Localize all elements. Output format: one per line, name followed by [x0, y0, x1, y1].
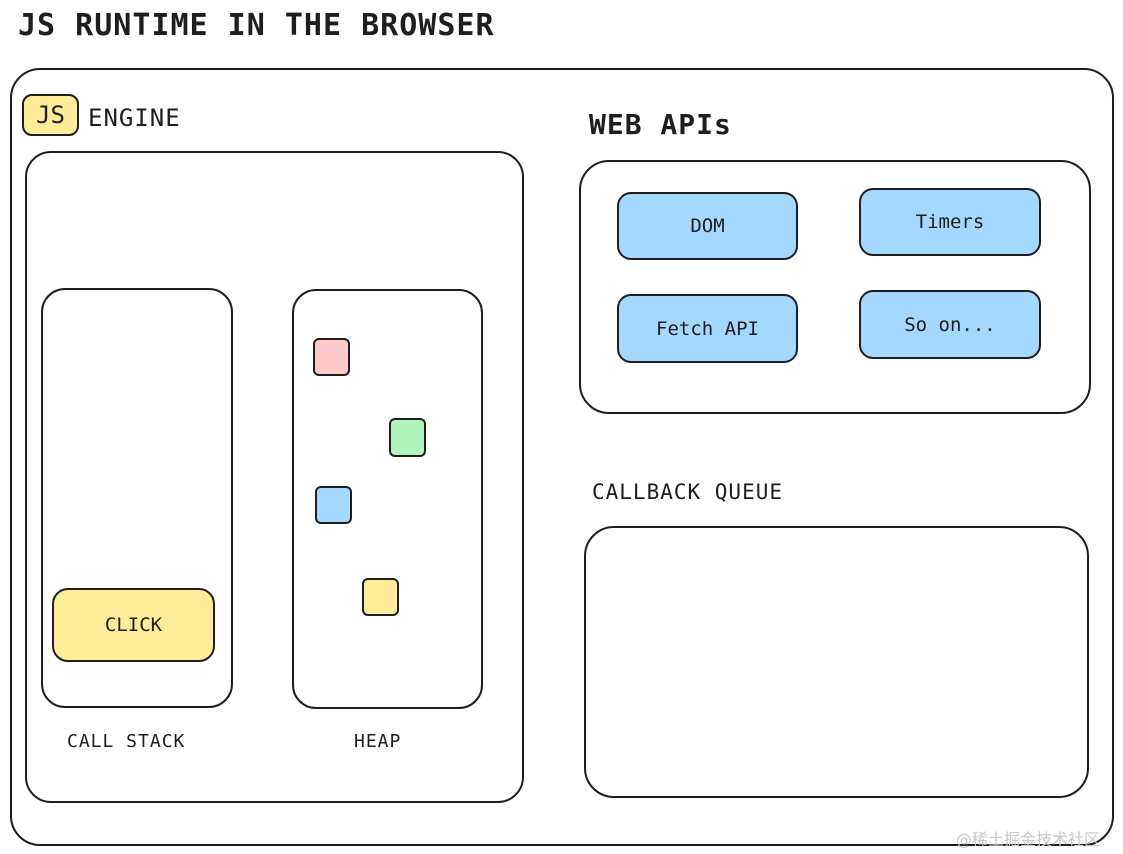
- call-stack-label: CALL STACK: [67, 731, 186, 752]
- heap-object-yellow: [362, 578, 399, 616]
- js-badge: JS: [22, 94, 79, 136]
- call-stack-item-click: CLICK: [52, 588, 215, 662]
- web-api-fetch: Fetch API: [617, 294, 798, 363]
- web-api-so-on: So on...: [859, 290, 1041, 359]
- callback-queue-label: CALLBACK QUEUE: [592, 480, 784, 504]
- web-apis-label: WEB APIs: [589, 108, 732, 141]
- heap-object-blue: [315, 486, 352, 524]
- heap-object-green: [389, 418, 426, 457]
- watermark: @稀土掘金技术社区: [956, 830, 1101, 849]
- callback-queue-box: [584, 526, 1089, 798]
- heap-label: HEAP: [354, 731, 402, 752]
- heap-object-pink: [313, 338, 350, 376]
- web-api-timers: Timers: [859, 188, 1041, 256]
- page-title: JS RUNTIME IN THE BROWSER: [18, 8, 495, 43]
- engine-label: ENGINE: [88, 104, 181, 132]
- web-api-dom: DOM: [617, 192, 798, 260]
